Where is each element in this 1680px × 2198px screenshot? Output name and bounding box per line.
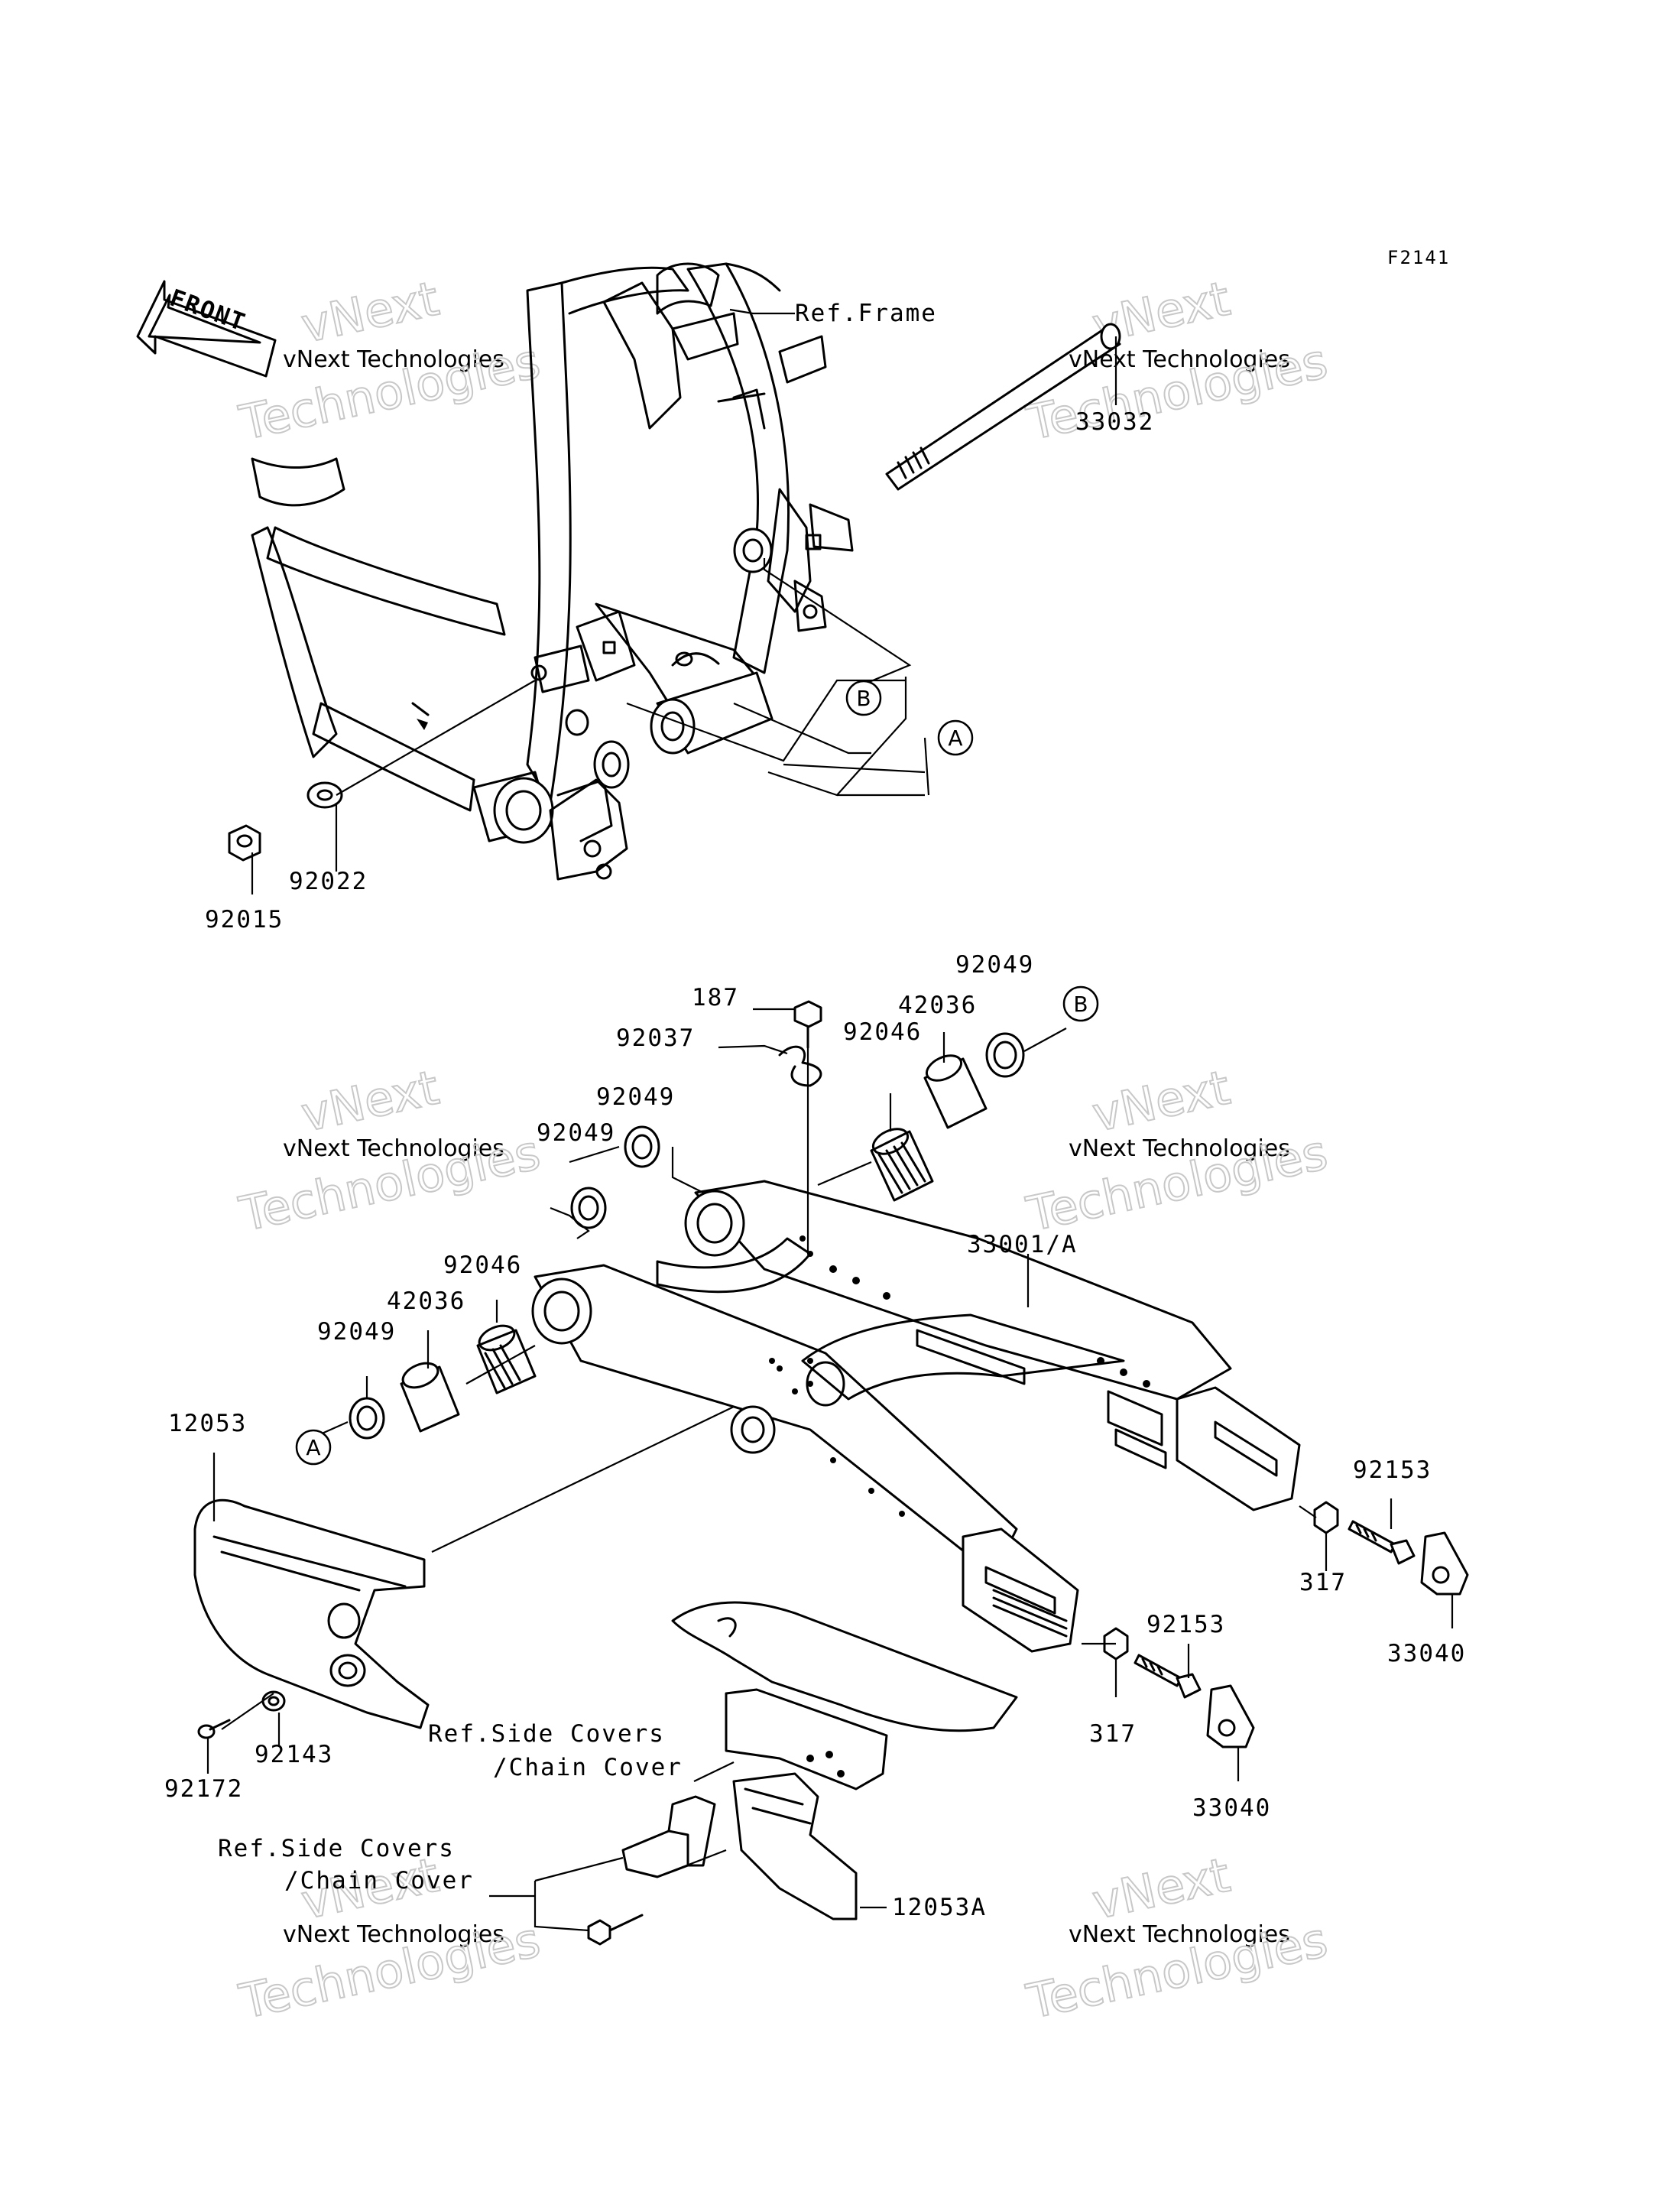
seal-92049-top <box>985 1032 1025 1078</box>
svg-text:A: A <box>948 726 962 751</box>
label-317-mid: 317 <box>1089 1720 1137 1748</box>
leaders-bottom <box>206 1008 1454 1932</box>
collar-42036-top <box>923 1054 988 1129</box>
label-92015: 92015 <box>205 906 284 933</box>
svg-text:vNext Technologies: vNext Technologies <box>1069 1135 1290 1162</box>
bearing-92046-left <box>476 1324 537 1394</box>
callout-A-bottom: A <box>295 1429 332 1466</box>
adjuster-33040-right <box>1420 1531 1469 1596</box>
label-92022: 92022 <box>289 868 368 895</box>
svg-text:vNext: vNext <box>1088 1060 1234 1143</box>
label-33001A: 33001/A <box>967 1231 1078 1258</box>
svg-text:vNext Technologies: vNext Technologies <box>283 1135 504 1162</box>
callout-A-top: A <box>937 719 974 756</box>
watermark-bottom-right: vNext vNext Technologies Technologies <box>1021 1846 1333 2031</box>
seal-92049-mid1 <box>570 1187 607 1229</box>
label-92153-right: 92153 <box>1353 1456 1432 1484</box>
leaders-top <box>251 308 1117 894</box>
seal-92049-left <box>349 1397 385 1440</box>
label-92046-top: 92046 <box>843 1018 922 1046</box>
front-arrow-icon: FRONT <box>136 280 277 378</box>
screw-92172 <box>197 1719 231 1739</box>
label-92037: 92037 <box>616 1024 695 1052</box>
bolt-92153-mid <box>1134 1654 1202 1699</box>
label-33040-mid: 33040 <box>1192 1794 1271 1822</box>
collar-42036-left <box>400 1362 460 1433</box>
label-92049-top: 92049 <box>955 951 1034 979</box>
label-42036-top: 42036 <box>898 992 977 1019</box>
label-92153-mid: 92153 <box>1146 1611 1225 1638</box>
frame-drawing <box>251 262 854 881</box>
adjuster-33040-mid <box>1206 1684 1255 1748</box>
svg-text:A: A <box>306 1435 320 1460</box>
bolt-92153-right <box>1348 1520 1416 1565</box>
label-92049-left: 92049 <box>317 1318 396 1346</box>
label-33040-right: 33040 <box>1387 1640 1466 1667</box>
watermark-mid-right: vNext vNext Technologies Technologies <box>1021 1059 1333 1243</box>
label-ref-frame: Ref.Frame <box>795 300 937 327</box>
callout-B-top: B <box>845 680 882 716</box>
label-ref-side-covers-2a: Ref.Side Covers <box>218 1835 455 1862</box>
watermark-mid-left: vNext vNext Technologies Technologies <box>234 1059 546 1243</box>
swingarm-drawing <box>531 1180 1301 1653</box>
washer-92143 <box>261 1690 286 1712</box>
watermark-top-left: vNext vNext Technologies Technologies <box>234 270 546 452</box>
svg-text:vNext: vNext <box>297 1060 443 1143</box>
watermark-top-right: vNext vNext Technologies Technologies <box>1021 270 1333 452</box>
nut-92015 <box>228 824 261 862</box>
bolt-187 <box>793 1000 822 1049</box>
svg-text:vNext: vNext <box>1088 1847 1234 1930</box>
label-92049-mid1: 92049 <box>537 1119 615 1147</box>
label-ref-side-covers-1b: /Chain Cover <box>493 1754 683 1781</box>
svg-text:vNext Technologies: vNext Technologies <box>283 346 504 373</box>
svg-text:B: B <box>856 686 871 711</box>
label-12053A: 12053A <box>892 1894 987 1921</box>
svg-text:vNext: vNext <box>297 271 443 354</box>
washer-92022 <box>306 781 343 809</box>
label-ref-side-covers-1a: Ref.Side Covers <box>428 1720 665 1748</box>
callout-B-bottom: B <box>1062 985 1099 1022</box>
bearing-92046-top <box>870 1128 934 1202</box>
svg-text:vNext Technologies: vNext Technologies <box>283 1921 504 1948</box>
label-ref-side-covers-2b: /Chain Cover <box>284 1867 474 1894</box>
figure-id: F2141 <box>1387 247 1450 268</box>
label-92049-mid2: 92049 <box>596 1083 675 1111</box>
label-317-right: 317 <box>1299 1569 1347 1596</box>
chain-cover-12053A <box>732 1772 858 1920</box>
label-92143: 92143 <box>255 1741 333 1768</box>
chain-cover-drawing <box>671 1601 1018 1791</box>
bracket-side-covers <box>587 1795 716 1946</box>
svg-text:vNext Technologies: vNext Technologies <box>1069 1921 1290 1948</box>
clip-92037 <box>778 1045 822 1087</box>
svg-text:B: B <box>1073 992 1088 1017</box>
chain-guard-12053 <box>193 1498 430 1729</box>
label-92046-left: 92046 <box>443 1252 522 1279</box>
label-12053: 12053 <box>168 1410 247 1437</box>
label-187: 187 <box>692 984 739 1011</box>
label-92172: 92172 <box>164 1775 243 1803</box>
nut-317-right <box>1313 1501 1339 1534</box>
label-33032: 33032 <box>1075 408 1154 436</box>
svg-text:vNext Technologies: vNext Technologies <box>1069 346 1290 373</box>
seal-92049-mid2 <box>624 1125 660 1168</box>
label-42036-left: 42036 <box>387 1287 465 1315</box>
